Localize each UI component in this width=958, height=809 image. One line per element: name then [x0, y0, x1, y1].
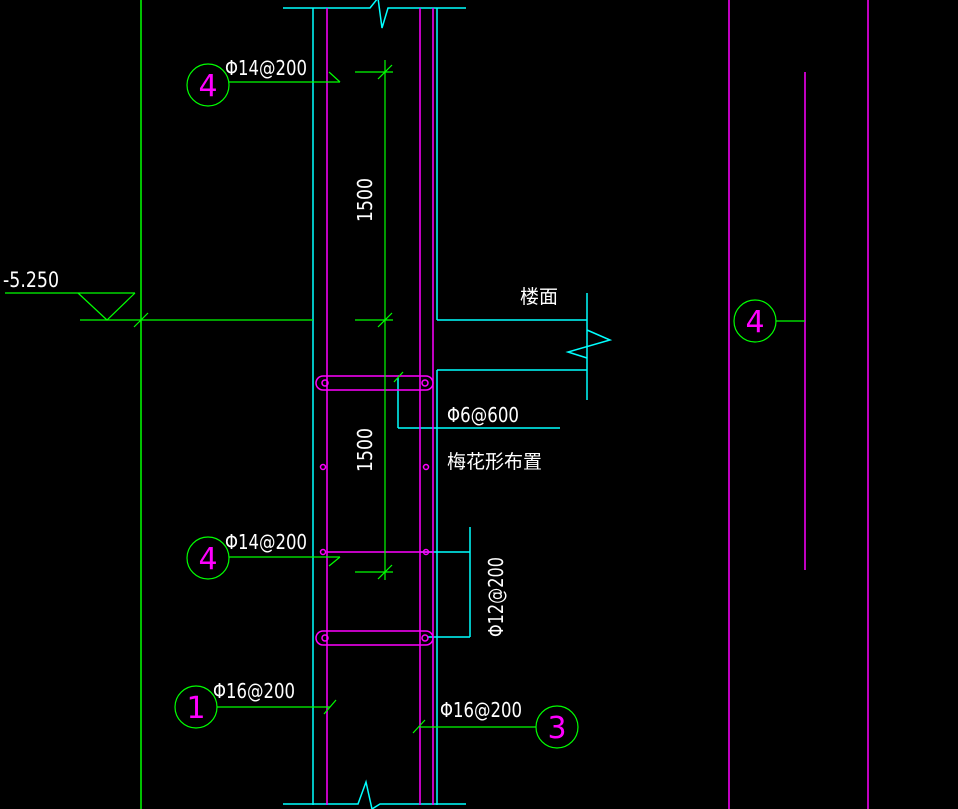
bubble-number-mid-left: 4: [198, 542, 217, 577]
reference-lines: [140, 0, 869, 809]
top-break-line: [283, 0, 466, 29]
dimension-upper: 1500: [353, 178, 377, 222]
bar-top-label: Φ14@200: [225, 56, 307, 80]
bubble-mid-left: [186, 536, 230, 580]
bar-right-bottom-label: Φ16@200: [440, 698, 522, 722]
wall-outline: [283, 0, 613, 809]
leaders: [174, 63, 805, 749]
bubble-number-top-left: 4: [198, 69, 217, 104]
slab-break-line: [565, 329, 613, 359]
bottom-break-line: [283, 779, 466, 809]
tie-note-label: 梅花形布置: [447, 451, 542, 473]
tie-upper: [315, 375, 434, 391]
elevation-label: -5.250: [3, 268, 59, 292]
bar-left-bottom-label: Φ16@200: [213, 679, 295, 703]
tie-lower: [315, 630, 434, 646]
bubble-top-left: [186, 63, 230, 107]
stirrup-label: Φ12@200: [484, 557, 508, 637]
floor-label: 楼面: [520, 286, 558, 308]
tie-bar-label: Φ6@600: [447, 403, 519, 427]
dimension-lower: 1500: [353, 428, 377, 472]
bar-mid-label: Φ14@200: [225, 530, 307, 554]
annotations: -5.250 楼面 Φ14@200 Φ14@200 Φ6@600 梅花形布置 Φ…: [3, 56, 558, 722]
bubble-numbers: 4 4 4 1 3: [186, 69, 764, 746]
elevation-triangle: [77, 292, 136, 321]
bubble-number-right: 4: [745, 305, 764, 340]
dimension-lines: [5, 60, 393, 580]
bubble-number-bottom-left: 1: [186, 691, 205, 726]
rebar-lines: [315, 8, 434, 805]
bubble-number-bottom-right: 3: [547, 711, 566, 746]
